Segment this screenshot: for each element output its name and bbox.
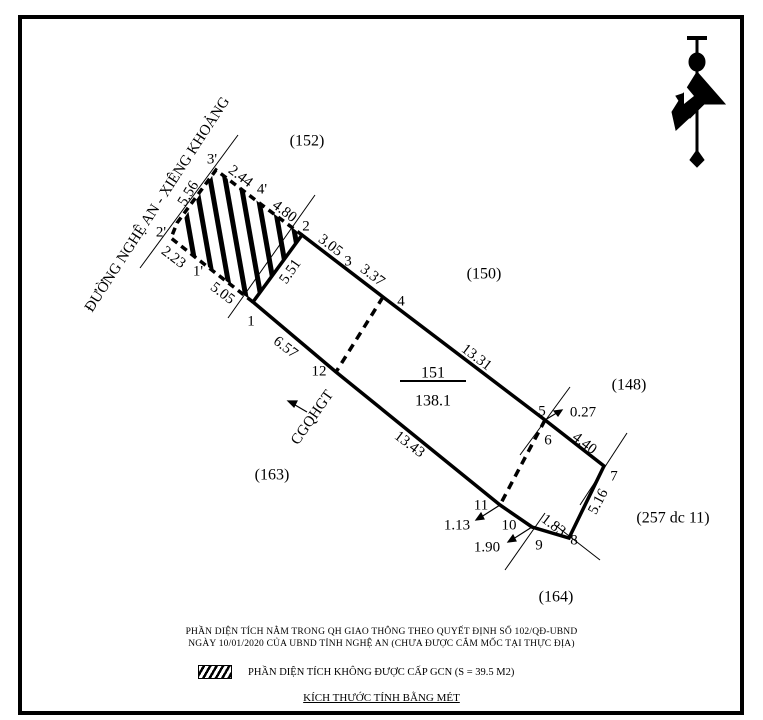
point-1p: 1' [193, 263, 204, 279]
point-7: 7 [610, 468, 618, 484]
point-11: 11 [474, 497, 488, 513]
dim-4-80: 4.80 [269, 197, 300, 226]
dim-2-44: 2.44 [225, 162, 256, 191]
point-3p: 3' [207, 151, 218, 167]
neighbor-152: (152) [290, 133, 325, 150]
point-1: 1 [247, 313, 255, 329]
dim-1-90: 1.90 [474, 539, 500, 555]
planning-boundary [334, 296, 547, 506]
point-6: 6 [544, 432, 552, 448]
point-10: 10 [502, 517, 517, 533]
neighbor-163: (163) [255, 467, 290, 484]
dim-5-51: 5.51 [276, 256, 304, 287]
north-arrow-icon [671, 36, 727, 168]
road-boundary-lines [139, 134, 316, 319]
neighbor-148: (148) [612, 377, 647, 394]
neighbor-257: (257 dc 11) [636, 510, 709, 527]
point-5: 5 [538, 403, 546, 419]
dim-3-05: 3.05 [315, 231, 346, 260]
offset-arrows [286, 400, 564, 543]
legend: PHẦN DIỆN TÍCH KHÔNG ĐƯỢC CẤP GCN (S = 3… [198, 665, 514, 679]
dim-0-27: 0.27 [570, 404, 597, 420]
hatch-pattern-icon [198, 665, 232, 679]
units-note: KÍCH THƯỚC TÍNH BẰNG MÉT [303, 692, 460, 704]
point-4p: 4' [257, 181, 268, 197]
point-3: 3 [344, 253, 352, 269]
point-4: 4 [397, 293, 405, 309]
road-name: ĐƯỜNG NGHỆ AN - XIÊNG KHOẢNG [81, 94, 233, 315]
parcel-outline [250, 232, 607, 541]
point-8: 8 [570, 532, 578, 548]
dim-1-13: 1.13 [444, 517, 470, 533]
tick-lines [504, 386, 628, 571]
point-2p: 2' [156, 224, 167, 240]
neighbor-150: (150) [467, 266, 502, 283]
point-12: 12 [312, 363, 327, 379]
parcel-area: 138.1 [415, 393, 451, 410]
planning-note-line-2: NGÀY 10/01/2020 CỦA UBND TỈNH NGHỆ AN (C… [188, 639, 575, 649]
parcel-number: 151 [421, 365, 445, 382]
planning-note-line-1: PHẦN DIỆN TÍCH NẰM TRONG QH GIAO THÔNG T… [185, 627, 578, 637]
point-9: 9 [535, 537, 543, 553]
map-frame [18, 15, 744, 715]
legend-text: PHẦN DIỆN TÍCH KHÔNG ĐƯỢC CẤP GCN (S = 3… [248, 666, 515, 678]
cgqhgt-label: CGQHGT [288, 387, 337, 447]
dim-4-40: 4.40 [569, 429, 600, 458]
neighbor-164: (164) [539, 589, 574, 606]
point-2: 2 [302, 218, 310, 234]
dim-5-05: 5.05 [207, 279, 238, 308]
dim-3-37: 3.37 [357, 261, 388, 290]
